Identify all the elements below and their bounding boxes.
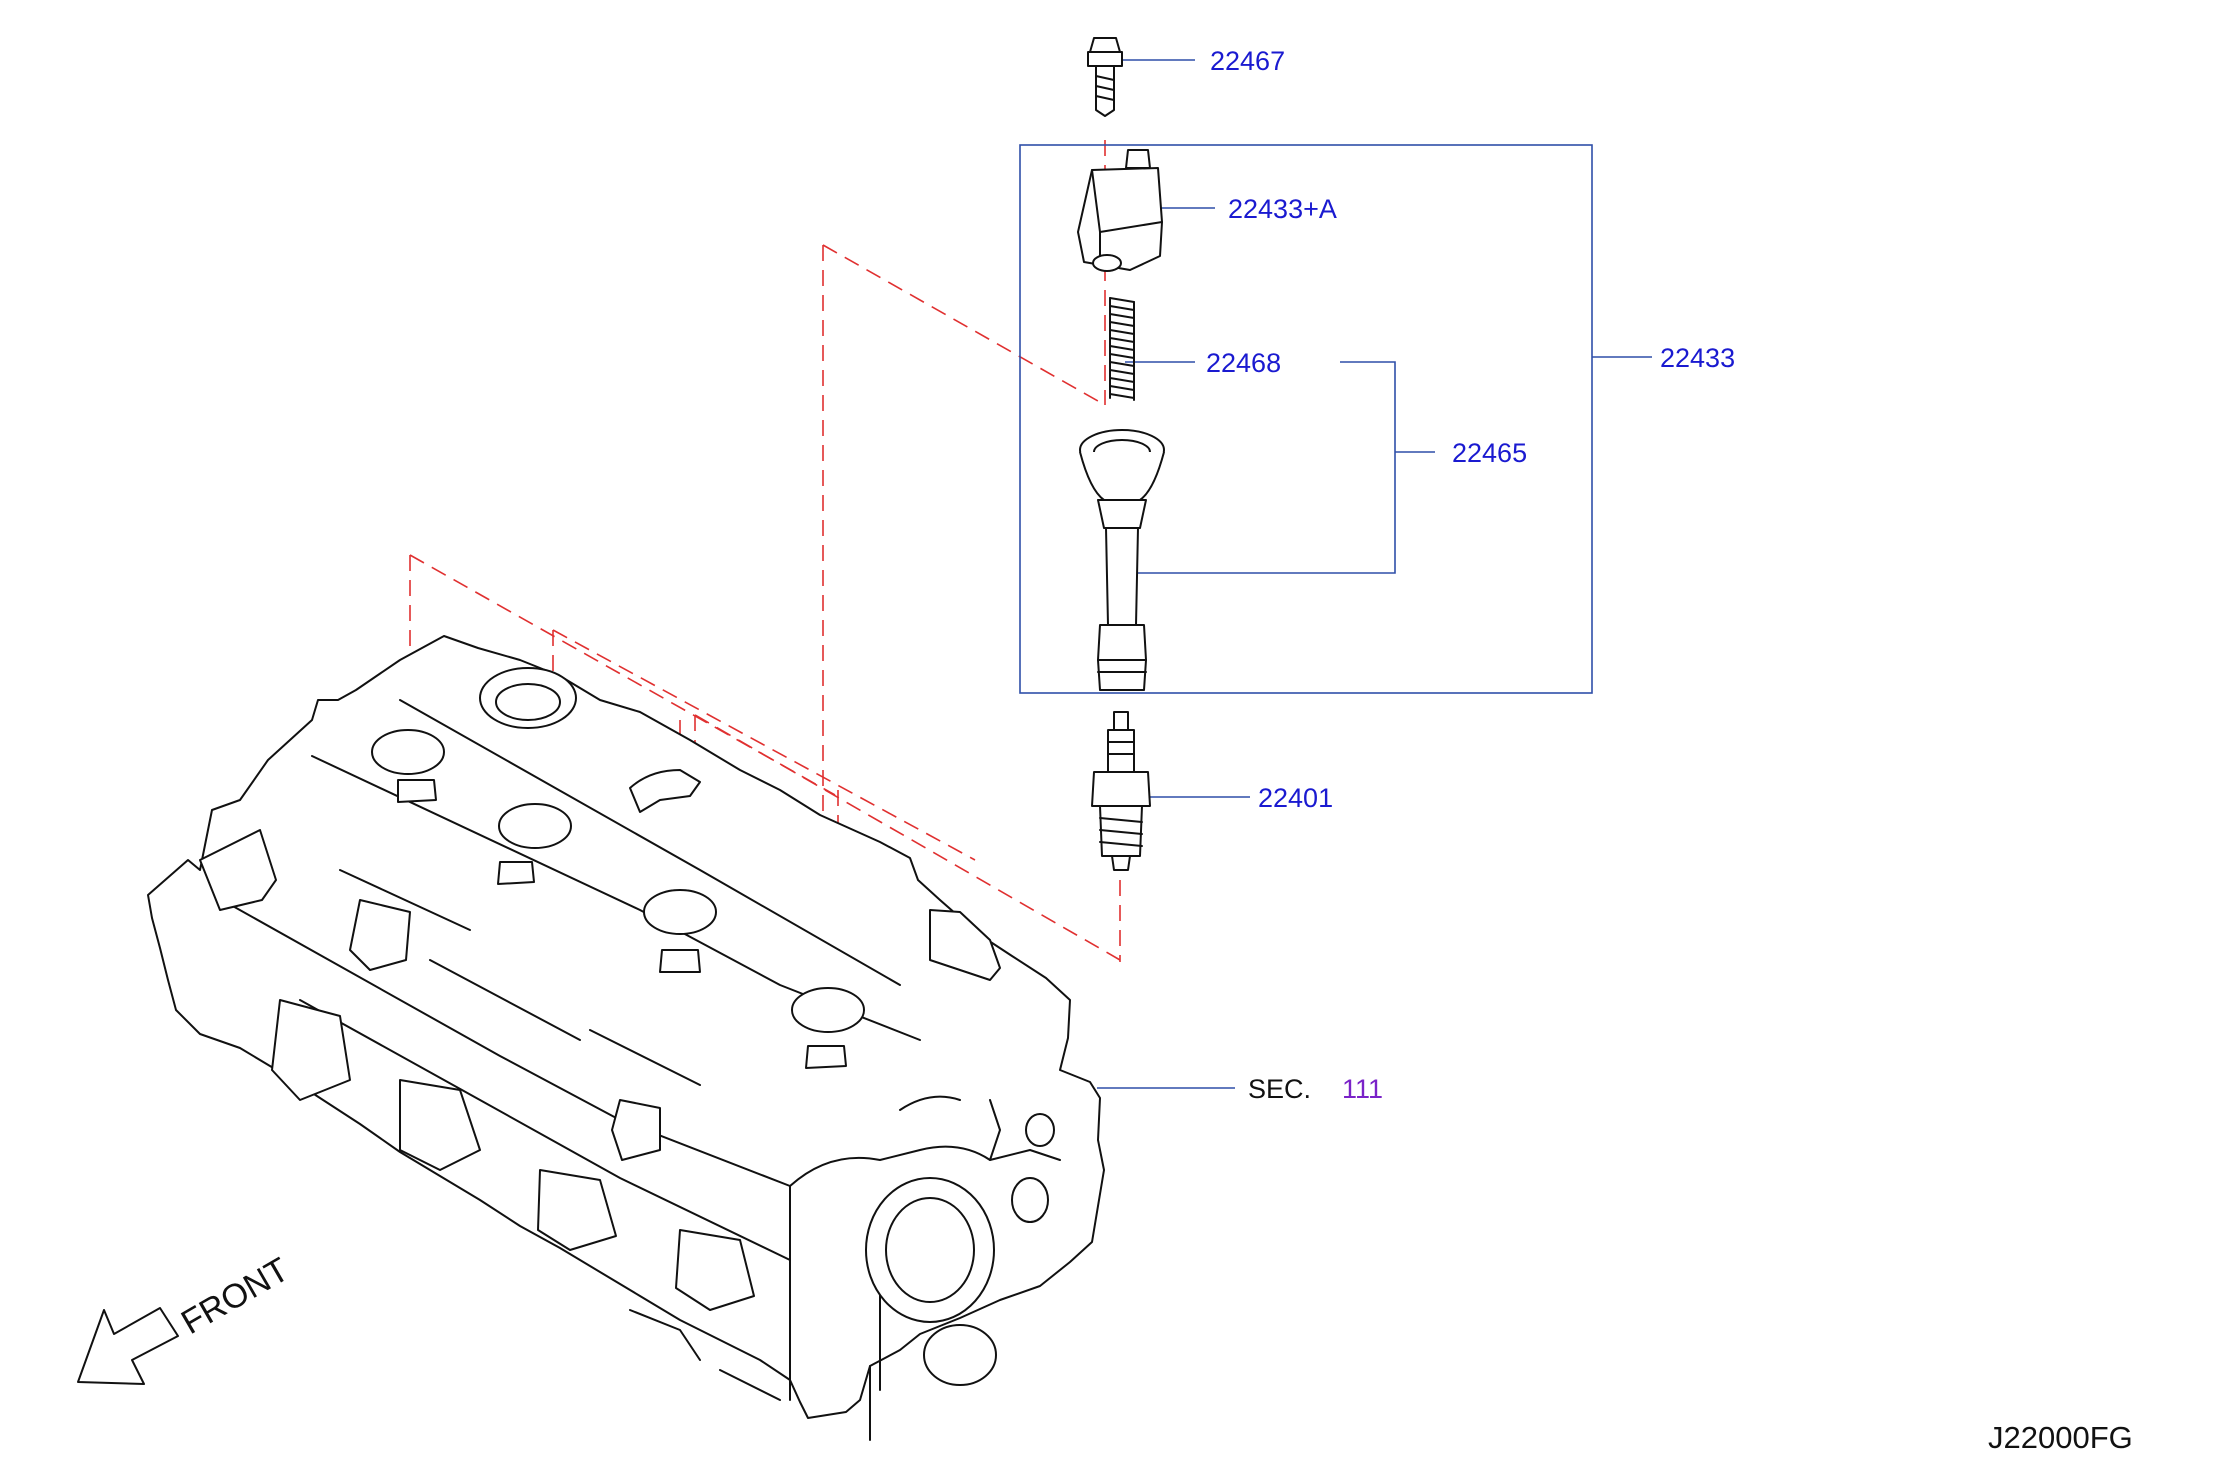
part-label-boot[interactable]: 22465: [1452, 438, 1527, 468]
part-label-spring[interactable]: 22468: [1206, 348, 1281, 378]
part-label-bolt[interactable]: 22467: [1210, 46, 1285, 76]
front-direction-indicator: FRONT: [77, 1250, 295, 1385]
part-label-coil-assembly[interactable]: 22433: [1660, 343, 1735, 373]
section-ref-prefix: SEC.: [1248, 1074, 1311, 1104]
ignition-coil-drawing: [1077, 149, 1163, 272]
cylinder-head-drawing: [147, 635, 1105, 1441]
front-arrow-icon: [77, 1307, 179, 1385]
coil-assembly-box: [1019, 144, 1593, 694]
spark-plug-drawing: [1091, 711, 1151, 871]
spring-drawing: [1109, 297, 1135, 401]
alignment-guides: [409, 140, 1121, 1040]
diagram-code: J22000FG: [1988, 1420, 2133, 1455]
bolt-drawing: [1087, 37, 1123, 117]
section-ref-link[interactable]: 111: [1342, 1074, 1383, 1104]
front-label: FRONT: [175, 1250, 295, 1341]
part-label-ignition-coil[interactable]: 22433+A: [1228, 194, 1337, 224]
part-label-spark-plug[interactable]: 22401: [1258, 783, 1333, 813]
leader-lines: [1097, 59, 1652, 1089]
boot-drawing: [1079, 429, 1165, 691]
plug-wells: [371, 729, 865, 1069]
